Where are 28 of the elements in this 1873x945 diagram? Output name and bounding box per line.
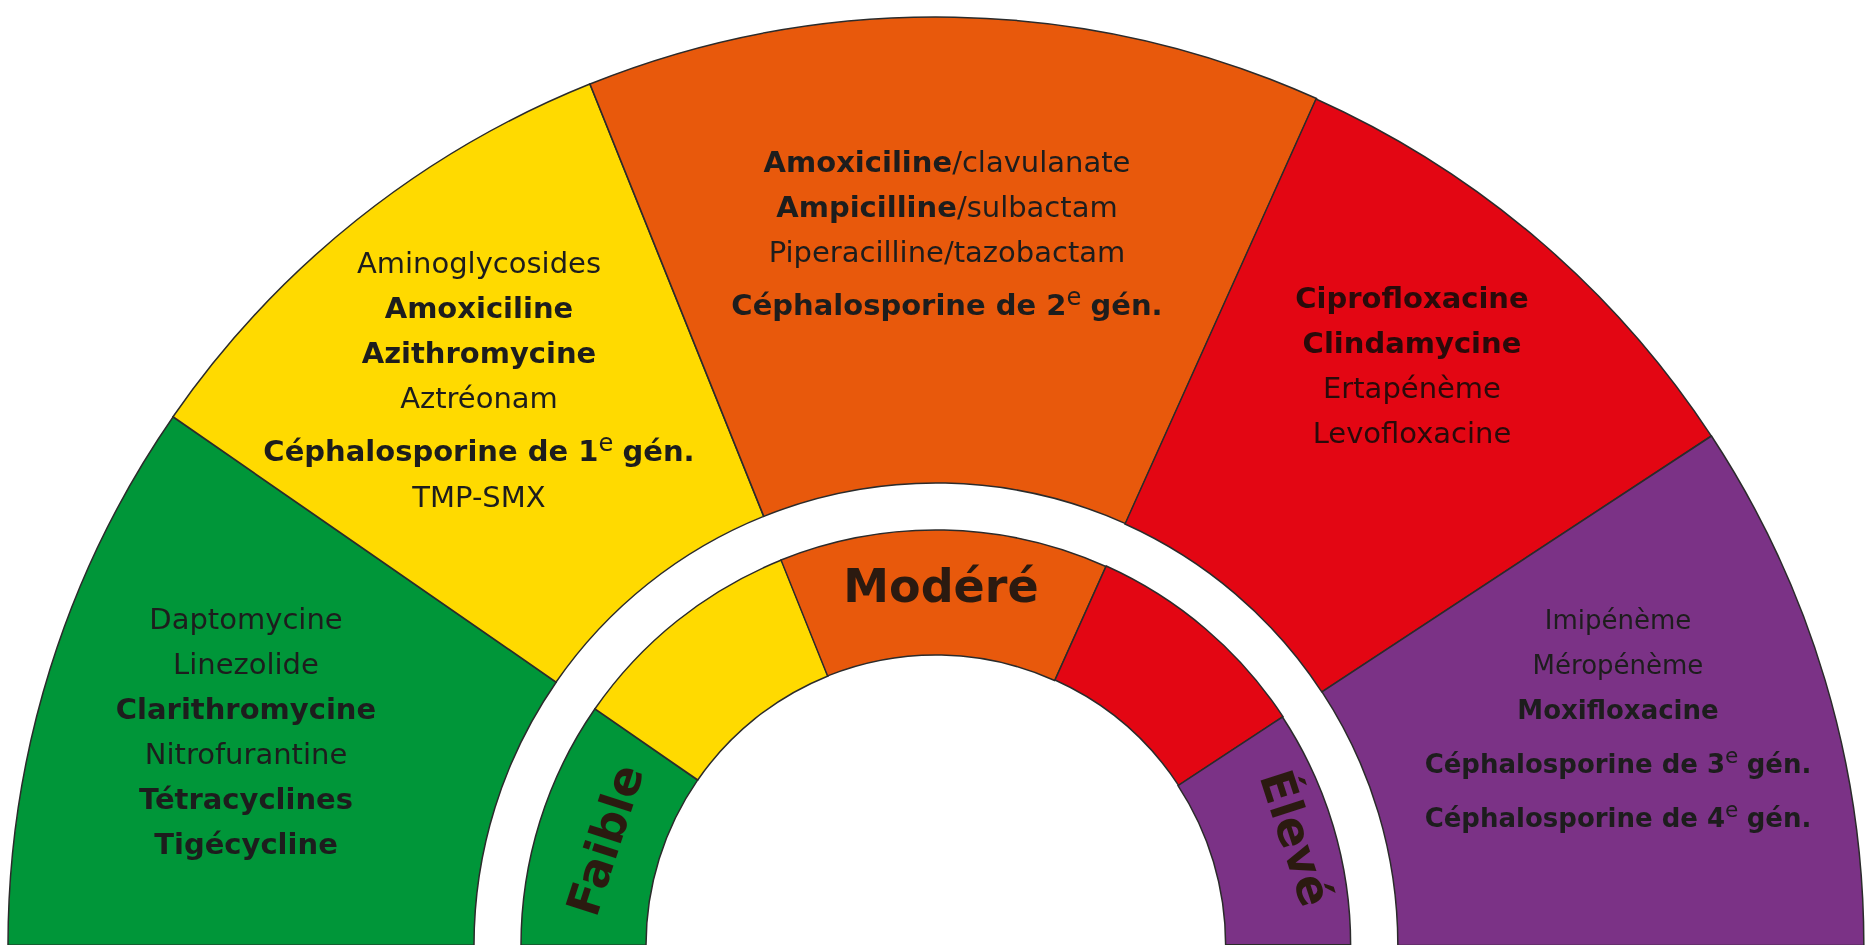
risk-level-label: Modéré (843, 559, 1039, 613)
antibiotic-name: Céphalosporine de 3$^{e}$ gén. (1424, 741, 1812, 781)
antibiotic-name: Ciprofloxacine (1295, 280, 1529, 317)
antibiotic-name: Nitrofurantine (143, 736, 349, 773)
antibiotic-name: Tigécycline (153, 826, 339, 863)
antibiotic-name: Tétracyclines (137, 781, 355, 818)
risk-level-label: Élevé (1248, 763, 1344, 913)
antibiotic-name: Azithromycine (360, 334, 598, 372)
antibiotic-name: Moxifloxacine (1516, 693, 1720, 727)
antibiotic-name: Céphalosporine de 2$^{e}$ gén. (731, 281, 1163, 325)
antibiotic-name: Imipénème (1543, 603, 1693, 637)
risk-level-label: Faible (555, 757, 655, 923)
antibiotic-name: Piperacilline/tazobactam (767, 233, 1127, 271)
antibiotic-name: Aminoglycosides (355, 244, 603, 282)
antibiotic-name: Céphalosporine de 4$^{e}$ gén. (1424, 795, 1812, 835)
antibiotic-name: Clarithromycine (115, 691, 377, 728)
antibiotic-name: Méropénème (1531, 648, 1705, 682)
antibiotic-name: Ertapénème (1322, 370, 1502, 407)
antibiotic-name: TMP-SMX (411, 478, 547, 516)
antibiotic-name: Ampicilline/sulbactam (775, 188, 1119, 226)
antibiotic-name: Amoxiciline/clavulanate (762, 143, 1132, 181)
antibiotic-name: Daptomycine (148, 601, 344, 638)
antibiotic-name: Amoxiciline (383, 289, 575, 327)
antibiotic-name: Levofloxacine (1311, 415, 1513, 452)
antibiotic-name: Céphalosporine de 1$^{e}$ gén. (263, 427, 695, 471)
antibiotic-name: Aztréonam (399, 379, 559, 417)
antibiotic-name: Clindamycine (1301, 325, 1523, 362)
antibiotic-name: Linezolide (172, 646, 320, 683)
